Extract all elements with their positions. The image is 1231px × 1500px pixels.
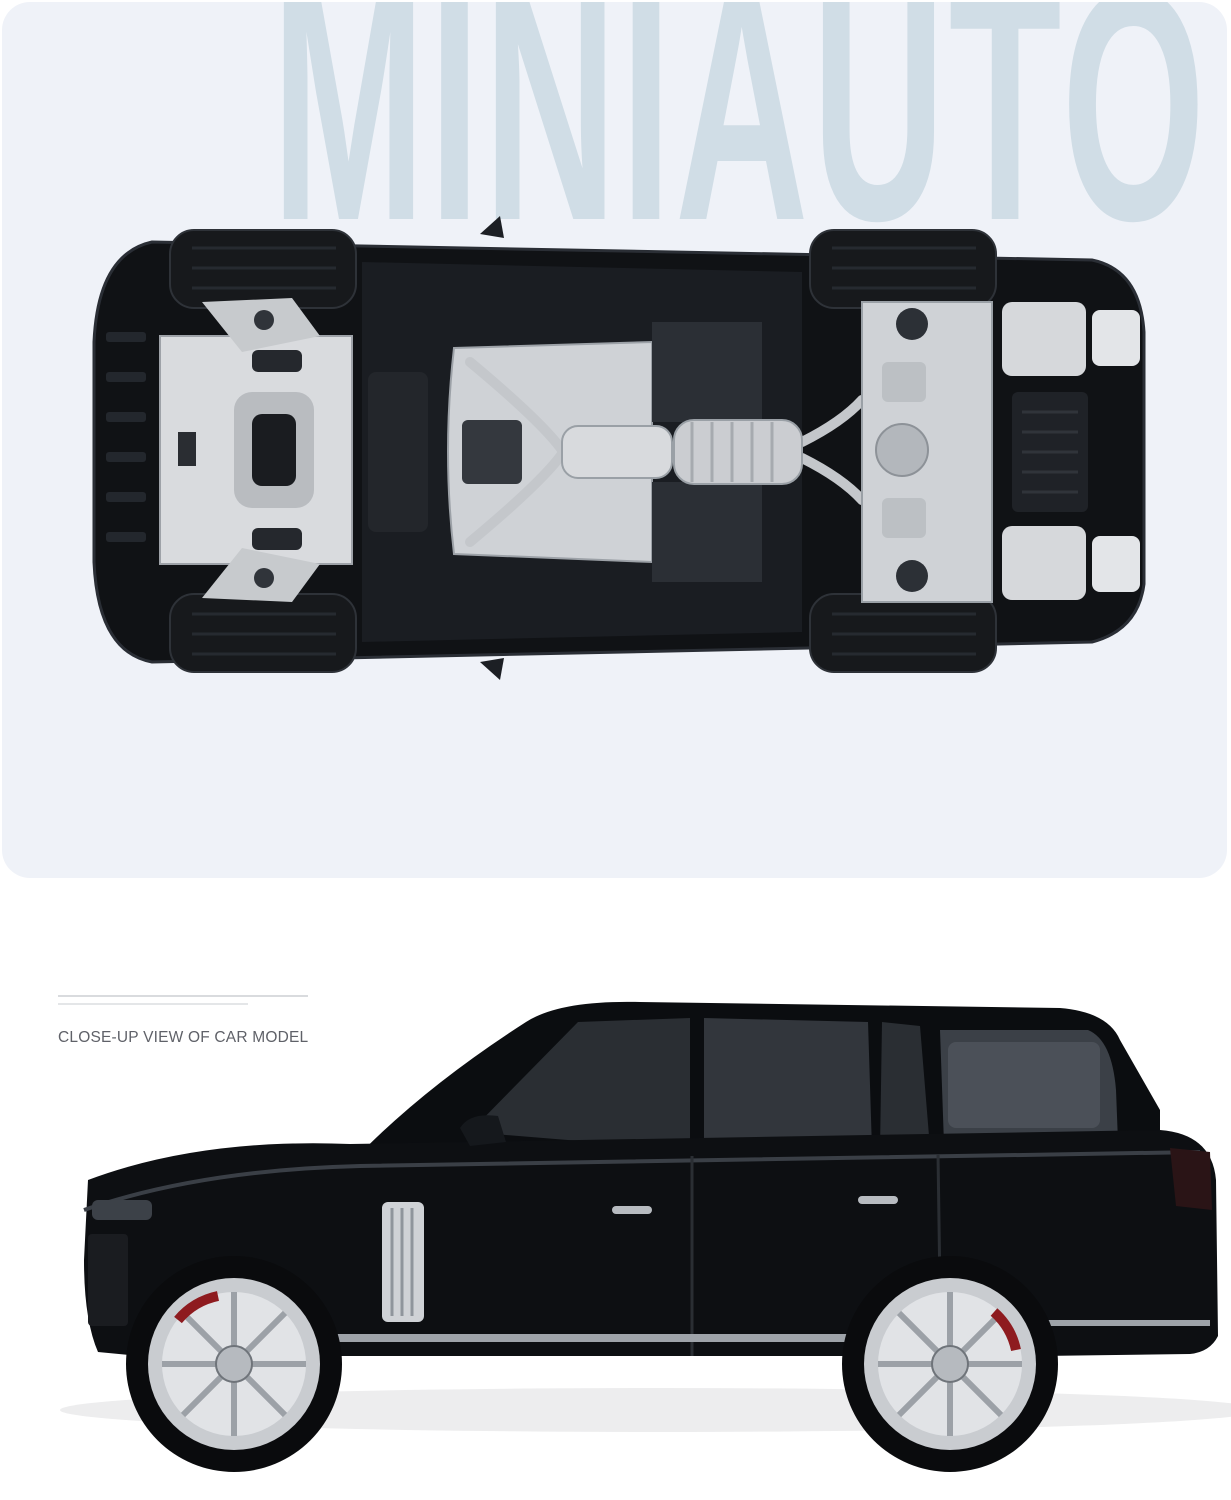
rear-wheel [842, 1256, 1058, 1472]
caption-decor-lines [58, 995, 308, 1005]
car-underside-image [92, 216, 1146, 680]
side-view-caption: CLOSE-UP VIEW OF CAR MODEL [58, 1029, 309, 1046]
car-side-image [60, 1001, 1231, 1472]
front-wheel [126, 1256, 342, 1472]
underside-panel: MINIAUTO [2, 2, 1227, 878]
